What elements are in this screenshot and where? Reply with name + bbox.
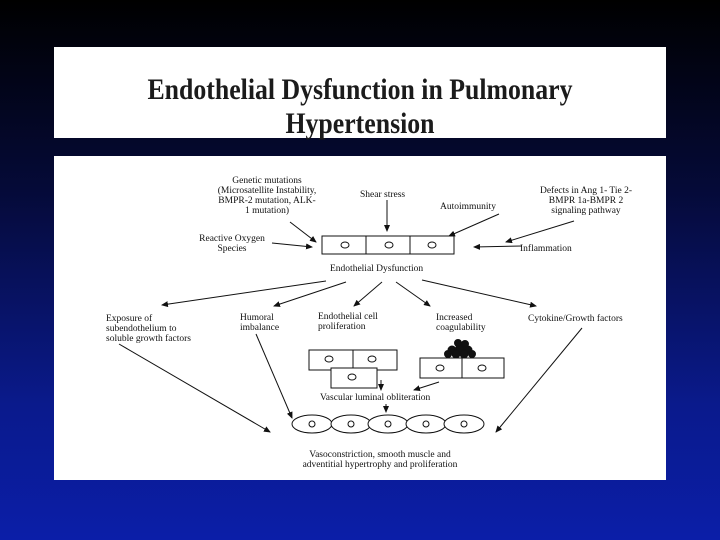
humoral-line-1: Humoral [240,313,274,323]
label-vasoconstriction: Vasoconstriction, smooth muscle and adve… [280,450,480,470]
exposure-line-2: subendothelium to [106,324,177,334]
label-humoral: Humoral imbalance [240,313,279,333]
arrow-humoral-final [255,333,293,419]
prolif-nucleus-3 [347,373,357,381]
ros-line-1: Reactive Oxygen [199,234,265,244]
arrow-genetic [289,221,317,243]
defects-line-3: signaling pathway [551,206,621,216]
arrow-exposure [161,280,327,308]
prolif-nucleus-1 [324,355,334,363]
platelet-clot [444,339,476,359]
label-autoimmunity: Autoimmunity [440,202,496,212]
arrow-exposure-final [118,343,271,433]
label-cytokine-growth: Cytokine/Growth factors [528,314,623,324]
label-shear-stress: Shear stress [360,190,406,200]
humoral-line-2: imbalance [240,323,280,333]
label-genetic-mutations: Genetic mutations (Microsatellite Instab… [202,176,332,216]
label-exposure: Exposure of subendothelium to soluble gr… [106,314,191,344]
label-reactive-oxygen: Reactive Oxygen Species [192,234,272,254]
label-coagulability: Increased coagulability [436,313,486,333]
coagulation-cells [419,339,505,379]
input-arrows [271,200,575,250]
label-endothelial-dysfunction: Endothelial Dysfunction [330,264,424,274]
diagram-panel: Genetic mutations (Microsatellite Instab… [54,156,666,480]
ros-line-2: Species [217,244,247,254]
genetic-line-4: 1 mutation) [244,206,290,216]
arrow-cytokine-final [495,327,583,433]
genetic-line-1: Genetic mutations [232,176,302,186]
coagulability-line-1: Increased [436,313,473,323]
diagram-graphics [118,200,583,434]
final-arrows [118,327,583,433]
final-line-2: adventitial hypertrophy and proliferatio… [302,460,458,470]
output-arrows [161,279,537,308]
obliteration-arrows [378,380,440,392]
endothelial-cells-top [321,235,455,255]
exposure-line-1: Exposure of [106,314,153,324]
label-vascular-obliteration: Vascular luminal obliteration [320,393,431,403]
label-endothelial-proliferation: Endothelial cell proliferation [318,312,378,332]
genetic-line-3: BMPR-2 mutation, ALK- [218,196,316,206]
prolif-nucleus-2 [367,355,377,363]
label-defects-signaling: Defects in Ang 1- Tie 2- BMPR 1a-BMPR 2 … [524,186,648,216]
arrow-humoral [273,281,347,307]
defects-line-2: BMPR 1a-BMPR 2 [548,196,624,206]
label-inflammation: Inflammation [520,244,572,254]
nucleus-2 [384,241,394,249]
coagulability-line-2: coagulability [436,323,486,333]
title-panel: Endothelial Dysfunction in Pulmonary Hyp… [54,47,666,140]
arrow-defects [505,220,575,244]
proliferating-cells [308,349,398,389]
defects-line-1: Defects in Ang 1- Tie 2- [539,186,633,196]
proliferation-line-1: Endothelial cell [318,312,378,322]
arrow-ros [271,242,313,250]
exposure-line-3: soluble growth factors [106,334,191,344]
arrow-proliferation [353,281,383,307]
nucleus-1 [340,241,350,249]
proliferation-line-2: proliferation [318,322,366,332]
arrow-coagulability [395,281,431,307]
arrow-autoimmunity [448,213,500,237]
arrow-inflammation [473,243,523,250]
arrow-cytokine [421,279,537,308]
nucleus-3 [427,241,437,249]
slide-title: Endothelial Dysfunction in Pulmonary Hyp… [147,73,573,140]
genetic-line-2: (Microsatellite Instability, [217,186,317,196]
final-line-1: Vasoconstriction, smooth muscle and [309,450,451,460]
smooth-muscle-cells [291,414,485,434]
